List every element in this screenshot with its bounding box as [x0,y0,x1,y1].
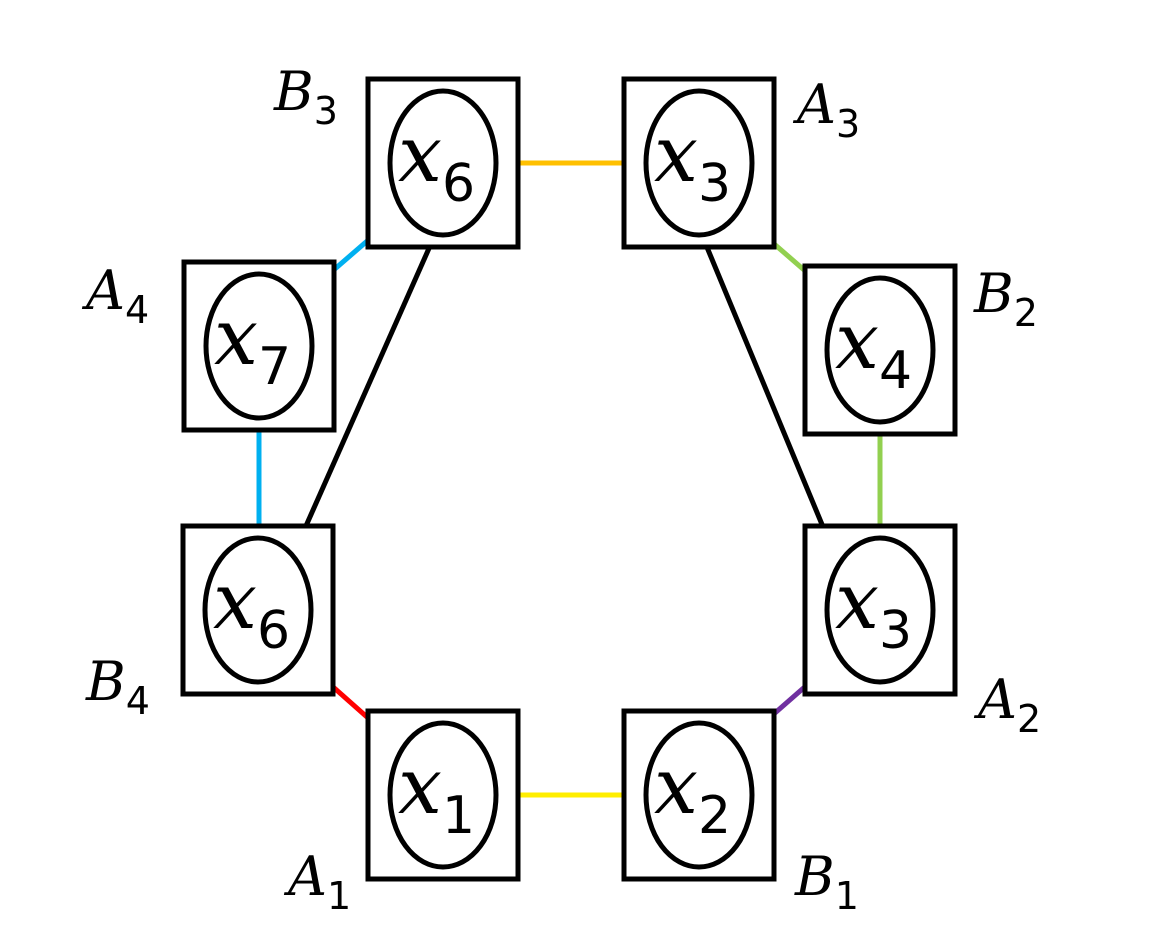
node-label-subscript: 4 [126,679,150,723]
node-label-letter: B [85,650,126,713]
node-circle [824,275,936,425]
edge-b4-b3 [287,226,441,564]
variable-label: x2 [654,742,731,846]
variable-label: x3 [835,557,912,661]
variable-label: x7 [214,293,291,397]
node-label-subscript: 2 [1014,291,1038,335]
node-label-subscript: 1 [327,874,351,918]
variable-symbol: x [654,110,698,200]
node-label: A1 [283,845,351,918]
node-label-subscript: 4 [125,288,149,332]
node-label-subscript: 1 [835,874,859,918]
variable-symbol: x [214,293,258,383]
node-label-letter: A [973,668,1017,731]
node-circle [387,720,499,870]
variable-label: x3 [654,110,731,214]
node-label-subscript: 3 [836,102,860,146]
node-label: B1 [794,845,859,918]
variable-subscript: 2 [698,786,731,846]
node-label-letter: A [283,845,327,908]
variable-subscript: 6 [257,601,290,661]
node-circle [643,88,755,238]
variable-subscript: 7 [258,337,291,397]
node-b3: x6 B3 [273,60,521,250]
edges-layer [256,160,883,798]
node-circle [387,88,499,238]
node-circle [643,720,755,870]
variable-subscript: 4 [879,341,912,401]
node-circle [203,271,315,421]
node-label: A4 [81,259,149,332]
variable-label: x6 [398,110,475,214]
variable-symbol: x [398,742,442,832]
variable-label: x6 [213,557,290,661]
variable-symbol: x [835,297,879,387]
variable-subscript: 3 [698,154,731,214]
node-b2: x4 B2 [802,262,1038,437]
node-label-subscript: 3 [314,89,338,133]
node-label: A2 [973,668,1041,741]
node-circle [824,535,936,685]
variable-subscript: 3 [879,601,912,661]
variable-symbol: x [398,110,442,200]
variable-subscript: 1 [442,786,475,846]
edge-a2-a3 [696,227,841,564]
node-label-letter: B [973,262,1014,325]
variable-label: x1 [398,742,475,846]
variable-label: x4 [835,297,912,401]
node-label: B4 [85,650,150,723]
node-circle [202,535,314,685]
node-label-letter: A [792,73,836,136]
node-a4: x7 A4 [81,259,337,433]
node-label: B2 [973,262,1038,335]
node-label: B3 [273,60,338,133]
variable-symbol: x [213,557,257,647]
node-label-letter: B [794,845,835,908]
node-label: A3 [792,73,860,146]
variable-symbol: x [654,742,698,832]
variable-subscript: 6 [442,154,475,214]
node-label-letter: B [273,60,314,123]
node-label-subscript: 2 [1017,697,1041,741]
node-label-letter: A [81,259,125,322]
variable-symbol: x [835,557,879,647]
